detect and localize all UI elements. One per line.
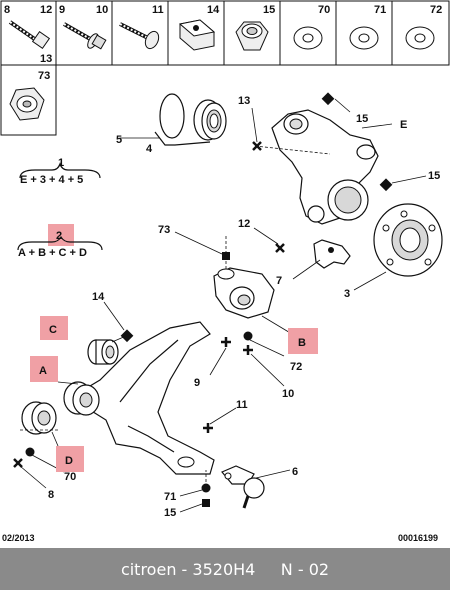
callout-15b: 15 [428,170,440,182]
callout-C: C [49,324,57,336]
legend-num-13: 13 [40,53,52,65]
callout-6: 6 [292,466,298,478]
callout-11: 11 [236,399,248,411]
callout-15c: 15 [164,507,176,519]
leader-4 [154,131,211,146]
bush-D [21,401,57,435]
bearing-4 [193,99,227,141]
marker-square-15b [379,178,393,192]
callout-8: 8 [48,489,54,501]
marker-plus-9 [221,337,231,347]
legend-num-72: 72 [430,4,442,16]
highlight-box-D [56,446,84,472]
legend-num-14: 14 [207,4,220,16]
callout-E: E [400,119,407,131]
bolt-icon [8,20,51,50]
marker-square-15c [202,499,210,507]
callout-9: 9 [194,377,200,389]
callout-A: A [39,365,47,377]
flange-nut-icon [9,87,45,121]
marker-plus-10 [243,345,253,355]
flange-bolt-icon [63,22,107,50]
washer-icon [405,26,435,50]
marker-plus-12 [275,243,285,253]
washer-icon [293,26,323,50]
diagram-code: 00016199 [398,533,438,543]
bush-A [63,381,100,416]
callout-72: 72 [290,361,302,373]
marker-plus-13 [252,141,262,151]
footer-bar: citroen - 3520H4 N - 02 [0,548,450,590]
callout-B: B [298,337,306,349]
screw-icon [119,22,160,50]
hex-nut-icon [235,21,269,51]
callout-70: 70 [64,471,76,483]
lower-wishbone [68,321,215,475]
highlight-box-A [30,356,58,382]
legend-num-71: 71 [374,4,386,16]
legend-num-70: 70 [318,4,330,16]
formula-2: 2 A + B + C + D [17,224,103,259]
highlight-box-B [288,328,318,354]
callout-73: 73 [158,224,170,236]
legend-num-8: 8 [4,4,10,16]
bush-C [87,339,119,365]
callout-12: 12 [238,218,250,230]
callout-5: 5 [116,134,122,146]
legend-num-10: 10 [96,4,108,16]
callout-15a: 15 [356,113,368,125]
date-code: 02/2013 [2,533,35,543]
washer-icon [349,26,379,50]
callout-7: 7 [276,275,282,287]
legend-num-15: 15 [263,4,275,16]
circlip-5 [159,93,185,139]
callout-13: 13 [238,95,250,107]
formula-1: 1 E + 3 + 4 + 5 [19,157,101,186]
legend-num-73: 73 [38,70,50,82]
footer-brand: citroen [120,559,177,579]
legend-num-11: 11 [152,4,164,16]
callout-4: 4 [146,143,153,155]
marker-square-73 [222,252,230,260]
marker-square-14 [120,329,134,343]
formula-1-head: 1 [58,157,64,169]
marker-circle-70 [25,447,35,457]
axis-knuckle [254,145,331,155]
legend-num-9: 9 [59,4,65,16]
marker-plus-11 [203,423,213,433]
formula-2-body: A + B + C + D [18,247,87,259]
formula-1-body: E + 3 + 4 + 5 [20,174,83,186]
highlight-box-2 [48,224,74,246]
footer-page: N - 02 [280,559,330,579]
callout-D: D [65,455,73,467]
square-nut-icon [178,19,216,51]
steering-knuckle-E [271,109,379,225]
bush-B [213,267,275,319]
callout-14: 14 [92,291,105,303]
marker-plus-8 [13,458,23,468]
callout-10: 10 [282,388,294,400]
wheel-hub-3 [373,203,443,277]
footer-sep: - [176,559,193,579]
formula-2-head: 2 [56,230,62,242]
ball-joint-6 [221,465,265,509]
legend-grid: 8 12 13 9 10 11 14 [0,0,450,136]
marker-circle-71 [201,483,211,493]
callout-71: 71 [164,491,176,503]
exploded-diagram: 8 12 13 9 10 11 14 [0,0,450,543]
marker-circle-72 [243,331,253,341]
footer-part-number: 3520H4 [192,559,256,579]
bracket-7 [313,239,351,269]
legend-num-12: 12 [40,4,52,16]
callout-3: 3 [344,288,350,300]
highlight-box-C [40,316,68,340]
footer-gap [255,560,280,579]
marker-square-15a [321,92,335,106]
